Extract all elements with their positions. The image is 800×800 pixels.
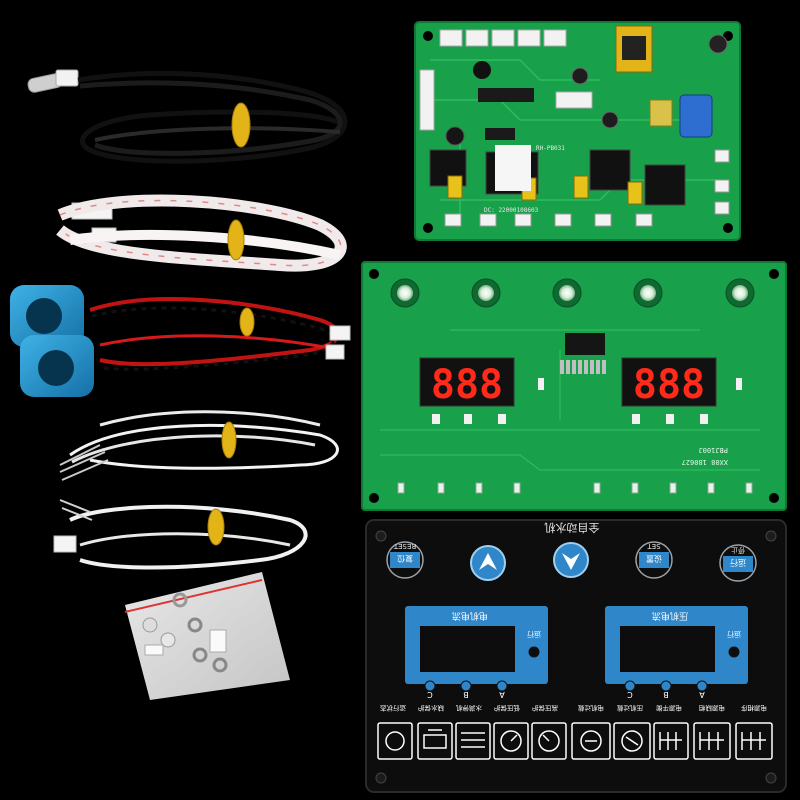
status-label: 电源平衡 bbox=[656, 704, 683, 713]
ic-label: DC: 22000108603 bbox=[484, 207, 539, 214]
panel-buttons: 复位 RESET 设置 SET 运行 停止 bbox=[386, 541, 757, 582]
up-arrow-icon bbox=[479, 553, 497, 570]
ribbon-cable bbox=[56, 194, 347, 272]
digits-right: 888 bbox=[633, 362, 705, 408]
motor-phase-c: C bbox=[427, 690, 433, 699]
up-button[interactable] bbox=[470, 545, 506, 581]
seven-segment-right: 888 bbox=[621, 357, 717, 408]
status-label: 高压保护 bbox=[532, 704, 558, 713]
status-icons bbox=[377, 722, 773, 760]
display-board: 888 888 PBJ100J XX08 180627 bbox=[361, 261, 787, 511]
set-button-sub: SET bbox=[647, 542, 661, 550]
motor-overload-icon bbox=[571, 722, 611, 760]
compressor-phase-leds: C B A bbox=[624, 680, 708, 699]
indicator-leds-top bbox=[390, 278, 755, 308]
panel-title: 全自动水机 bbox=[545, 521, 600, 535]
digits-left: 888 bbox=[431, 362, 503, 408]
water-full-icon bbox=[455, 722, 491, 760]
phase-sequence-icon bbox=[735, 722, 773, 760]
low-pressure-icon bbox=[493, 722, 529, 760]
current-transformer-1 bbox=[10, 285, 84, 347]
reset-button-sub: RESET bbox=[393, 542, 416, 550]
motor-phase-a: A bbox=[499, 690, 505, 699]
compressor-phase-c: C bbox=[627, 690, 633, 699]
compressor-run-label: 运行 bbox=[727, 630, 741, 639]
current-transformer-2 bbox=[20, 335, 94, 397]
status-label: 电源缺相 bbox=[699, 704, 726, 713]
power-balance-icon bbox=[653, 722, 689, 760]
phase-loss-icon bbox=[693, 722, 731, 760]
compressor-phase-b: B bbox=[663, 690, 669, 699]
status-label: 运行状态 bbox=[380, 704, 407, 713]
status-label: 水满停机 bbox=[456, 704, 483, 713]
parts-bag bbox=[124, 572, 290, 700]
motor-phase-b: B bbox=[463, 690, 469, 699]
reset-button[interactable]: 复位 RESET bbox=[386, 541, 424, 579]
run-stop-button-sub: 停止 bbox=[731, 546, 745, 555]
status-label: 电源相序 bbox=[741, 704, 768, 713]
motor-current-title: 电机电流 bbox=[452, 610, 488, 622]
sensor-wires bbox=[53, 410, 339, 570]
current-transformers bbox=[10, 285, 351, 397]
status-label: 缺水保护 bbox=[418, 704, 444, 713]
status-label: 低压保护 bbox=[494, 704, 520, 713]
status-labels: 运行状态 缺水保护 水满停机 低压保护 高压保护 电机过载 压机过载 电源平衡 … bbox=[380, 704, 768, 713]
run-stop-button-label: 运行 bbox=[730, 558, 746, 568]
compressor-current-title: 压机电流 bbox=[652, 610, 688, 622]
temperature-sensor-cable bbox=[27, 69, 348, 164]
motor-current-display: 电机电流 运行 C B A bbox=[405, 606, 548, 699]
pcb-model-text: PBJ100J bbox=[698, 446, 728, 454]
status-label: 压机过载 bbox=[617, 704, 644, 713]
motor-phase-leds: C B A bbox=[424, 680, 508, 699]
high-pressure-icon bbox=[531, 722, 567, 760]
status-label: 电机过载 bbox=[578, 704, 605, 713]
compressor-overload-icon bbox=[613, 722, 651, 760]
run-stop-button[interactable]: 运行 停止 bbox=[719, 544, 757, 582]
compressor-current-display: 压机电流 运行 C B A bbox=[605, 606, 748, 699]
seven-segment-left: 888 bbox=[419, 357, 515, 408]
pcb-code-text: XX08 180627 bbox=[682, 458, 728, 466]
indicator-leds-bottom bbox=[397, 482, 753, 494]
front-panel: 全自动水机 复位 RESET 设置 SET bbox=[365, 519, 787, 793]
down-arrow-icon bbox=[562, 553, 580, 570]
water-shortage-icon bbox=[417, 722, 453, 760]
motor-run-label: 运行 bbox=[527, 630, 541, 639]
compressor-phase-a: A bbox=[699, 690, 705, 699]
run-status-icon bbox=[377, 722, 413, 760]
main-control-board: HF DC: 22000108603 RH-PB031 bbox=[414, 21, 741, 241]
model-label: RH-PB031 bbox=[536, 145, 565, 152]
reset-button-label: 复位 bbox=[397, 554, 413, 564]
set-button[interactable]: 设置 SET bbox=[635, 541, 673, 579]
down-button[interactable] bbox=[553, 542, 589, 578]
set-button-label: 设置 bbox=[646, 554, 662, 564]
